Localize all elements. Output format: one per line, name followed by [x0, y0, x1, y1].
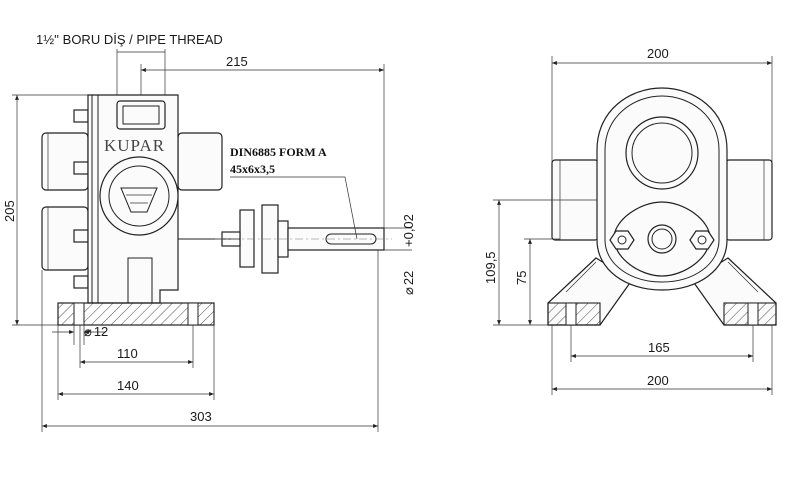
dim-22-label: ⌀ 22 — [401, 271, 416, 295]
thread-note: 1½'' BORU DİŞ / PIPE THREAD — [36, 32, 223, 47]
dim-109-label: 109,5 — [483, 251, 498, 284]
thread-boss — [116, 100, 166, 130]
dim-110-label: 110 — [117, 346, 138, 361]
dim-bottom200-label: 200 — [647, 373, 669, 388]
flange-bolt-right-hole — [697, 235, 707, 245]
base-hole-left — [73, 302, 85, 326]
flange-bolt-left — [609, 230, 635, 250]
bolt-head-3 — [73, 229, 89, 243]
dim-165-label: 165 — [648, 340, 670, 355]
key-note: DIN6885 FORM A — [230, 145, 327, 159]
thread-boss-inner — [122, 105, 160, 125]
flange-bolt-right — [689, 230, 715, 250]
base-plate — [57, 302, 215, 326]
foot-left-hole — [565, 302, 577, 326]
valve-arrow-shape — [120, 187, 158, 213]
dim-22-tolerance: +0,02 — [401, 214, 416, 247]
front-port-outer — [625, 116, 699, 190]
shaft-flange-1 — [239, 209, 255, 268]
bolt-head-1 — [73, 109, 89, 123]
dim-top200-label: 200 — [647, 46, 669, 61]
key-leader — [230, 176, 358, 240]
dim-12-value: 12 — [94, 324, 108, 339]
foot-right-rib — [727, 261, 759, 293]
key-size: 45x6x3,5 — [230, 162, 275, 176]
side-view: 1½'' BORU DİŞ / PIPE THREAD 215 205 — [2, 32, 416, 432]
diameter-symbol: ⌀ — [401, 287, 416, 295]
dim-215-label: 215 — [226, 54, 248, 69]
valve-disc-outer — [99, 156, 179, 236]
dim-22-value: 22 — [401, 271, 416, 285]
dim-303-label: 303 — [190, 409, 212, 424]
valve-disc-inner — [108, 165, 170, 227]
dim-12-label: ⌀12 — [84, 324, 108, 339]
front-view: 200 109,5 — [483, 46, 777, 395]
front-shaft-inner — [651, 228, 673, 250]
front-casing-inner — [604, 95, 720, 283]
flange-bolt-left-hole — [617, 235, 627, 245]
dim-140-label: 140 — [117, 378, 139, 393]
dim-75-label: 75 — [514, 271, 529, 285]
bolt-head-2 — [73, 161, 89, 175]
front-port-right — [725, 159, 773, 241]
diameter-symbol-2: ⌀ — [84, 324, 92, 339]
front-port-inner — [631, 122, 693, 184]
foot-right-hole — [747, 302, 759, 326]
logo-text: KUPAR — [104, 136, 165, 155]
foot-left-rib — [565, 261, 597, 293]
bolt-head-4 — [73, 275, 89, 289]
base-hole-right — [187, 302, 199, 326]
dim-205-label: 205 — [2, 200, 17, 222]
port-upper-right — [177, 132, 223, 191]
